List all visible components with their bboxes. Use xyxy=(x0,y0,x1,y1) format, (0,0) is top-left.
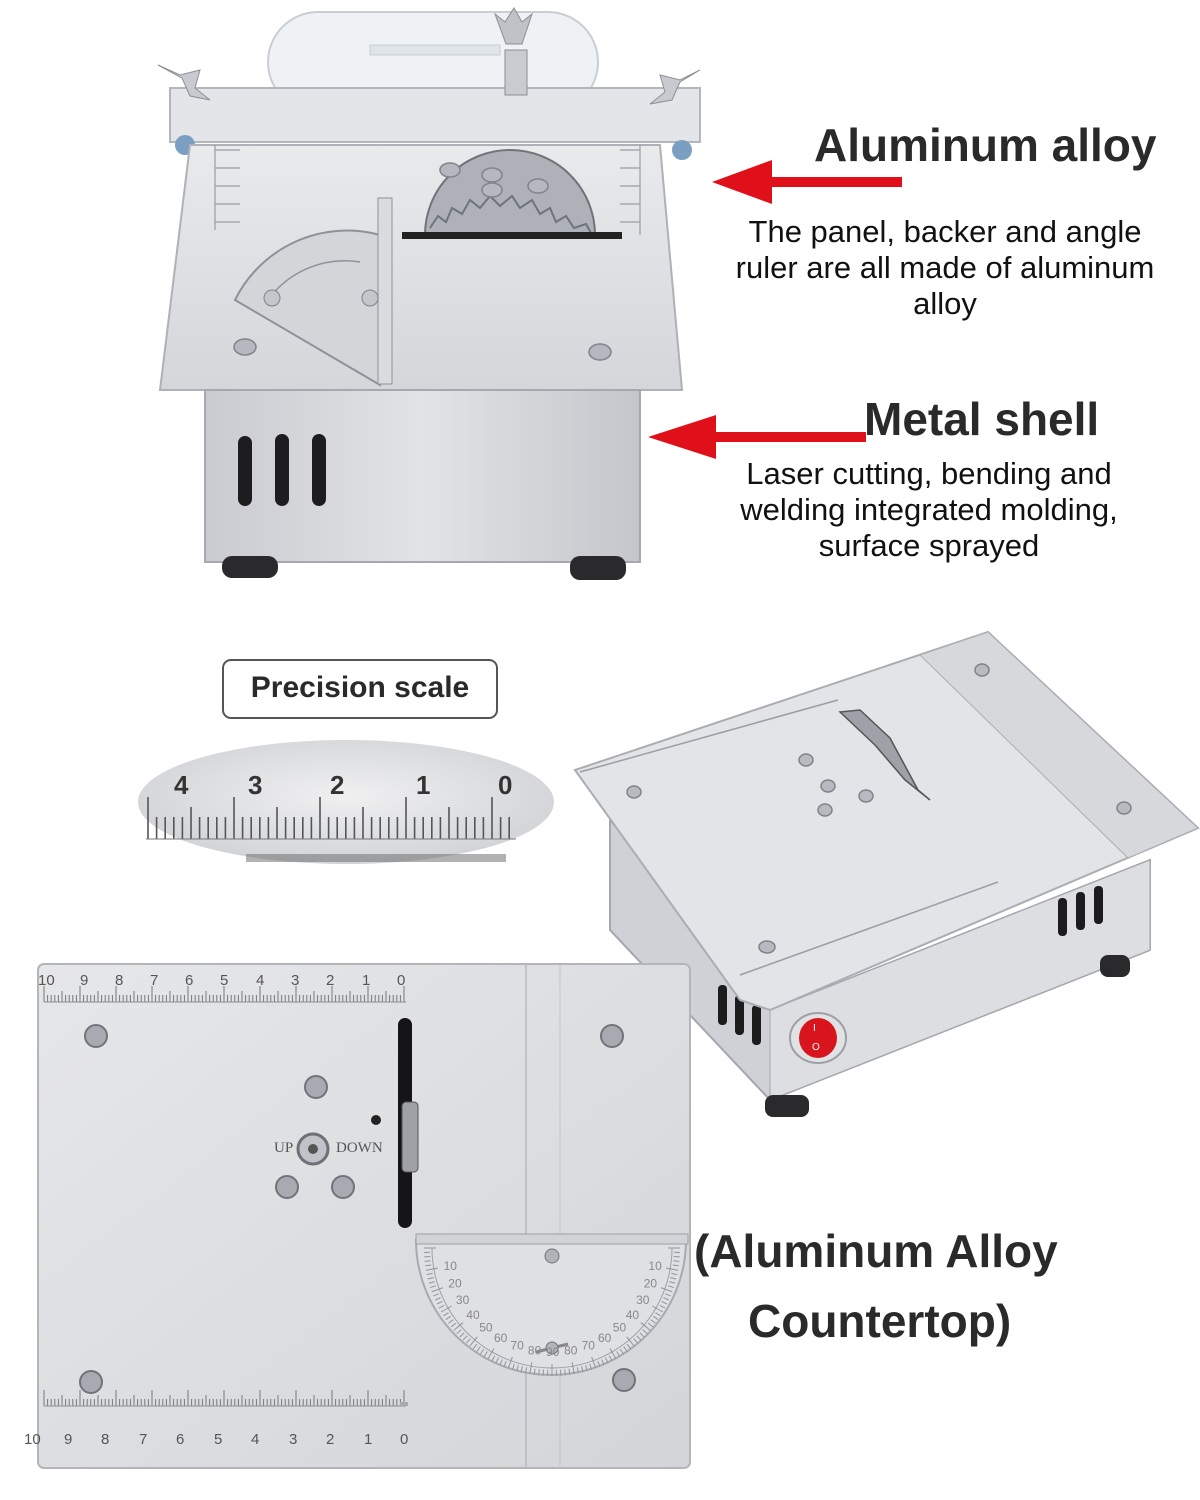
protractor-label: 10 xyxy=(444,1259,458,1273)
aluminum-alloy-description: The panel, backer and angle ruler are al… xyxy=(690,214,1200,322)
desc-line: The panel, backer and angle xyxy=(748,214,1142,249)
scale-number: 0 xyxy=(498,770,512,800)
protractor-label: 20 xyxy=(448,1277,462,1291)
table-saw-angled-view: I O xyxy=(573,630,1200,1117)
back-fence xyxy=(169,87,701,143)
foot-left xyxy=(222,556,278,578)
metal-shell-title: Metal shell xyxy=(864,393,1100,445)
power-switch xyxy=(799,1018,837,1058)
protractor-label: 70 xyxy=(510,1339,524,1353)
ruler-number: 0 xyxy=(397,972,406,989)
ruler-number: 9 xyxy=(80,972,89,989)
arrow-aluminum xyxy=(712,160,902,204)
scale-number: 4 xyxy=(174,770,189,800)
ruler-number: 6 xyxy=(176,1431,185,1448)
scale-number: 2 xyxy=(330,770,344,800)
down-label: DOWN xyxy=(336,1140,383,1156)
ruler-number: 8 xyxy=(115,972,124,989)
protractor-label: 60 xyxy=(494,1331,508,1345)
ruler-number: 8 xyxy=(101,1431,110,1448)
wing-screw-right xyxy=(649,69,701,105)
ruler-number: 5 xyxy=(220,972,229,989)
ruler-number: 5 xyxy=(214,1431,223,1448)
protractor-label: 80 xyxy=(564,1343,578,1357)
ruler-number: 7 xyxy=(139,1431,148,1448)
magnified-scale: 4 3 2 1 0 xyxy=(138,740,554,864)
protractor-label: 90 xyxy=(546,1345,560,1359)
desc-line: surface sprayed xyxy=(818,528,1040,563)
protractor-label: 50 xyxy=(479,1321,493,1335)
countertop-caption-line1: (Aluminum Alloy xyxy=(694,1225,1058,1277)
aluminum-alloy-title: Aluminum alloy xyxy=(814,119,1157,171)
desc-line: Laser cutting, bending and xyxy=(746,456,1112,491)
precision-scale-badge: Precision scale xyxy=(222,659,498,719)
protractor-label: 40 xyxy=(626,1308,640,1322)
scale-number: 1 xyxy=(416,770,430,800)
protractor-label: 20 xyxy=(644,1277,658,1291)
saw-blade-angled xyxy=(838,709,931,801)
ruler-number: 1 xyxy=(362,972,371,989)
ruler-number: 10 xyxy=(38,972,55,989)
ruler-number: 7 xyxy=(150,972,159,989)
countertop-caption-line2: Countertop) xyxy=(748,1295,1012,1347)
ruler-number: 3 xyxy=(291,972,300,989)
up-label: UP xyxy=(274,1140,294,1156)
protractor-label: 10 xyxy=(648,1259,662,1273)
arrow-metal-shell xyxy=(648,415,866,459)
ruler-number: 0 xyxy=(400,1431,409,1448)
ruler-number: 2 xyxy=(326,972,335,989)
bottom-ruler-numbers: 10 9 8 7 6 5 4 3 2 1 0 xyxy=(24,1431,414,1451)
desc-line: ruler are all made of aluminum xyxy=(735,250,1155,285)
metal-shell-description: Laser cutting, bending and welding integ… xyxy=(690,456,1168,564)
side-ruler-right xyxy=(620,145,641,235)
protractor-label: 80 xyxy=(528,1343,542,1357)
protractor-label: 30 xyxy=(636,1293,650,1307)
top-ruler-numbers: 10 9 8 7 6 5 4 3 2 1 0 xyxy=(38,972,418,992)
ruler-number: 6 xyxy=(185,972,194,989)
svg-text:O: O xyxy=(812,1042,820,1053)
protractor-label: 40 xyxy=(466,1308,480,1322)
protractor-label: 70 xyxy=(582,1339,596,1353)
ruler-number: 4 xyxy=(256,972,265,989)
protractor-label: 30 xyxy=(456,1293,470,1307)
miter-fence xyxy=(377,197,393,385)
protractor-plate xyxy=(414,1239,688,1376)
mounting-screws xyxy=(79,1024,636,1394)
table-saw-front-view xyxy=(157,7,701,580)
ruler-number: 9 xyxy=(64,1431,73,1448)
scale-number: 3 xyxy=(248,770,262,800)
ruler-number: 3 xyxy=(289,1431,298,1448)
desc-line: alloy xyxy=(913,286,977,321)
desc-line: welding integrated molding, xyxy=(740,492,1118,527)
wing-screw-left xyxy=(157,64,211,101)
ruler-number: 2 xyxy=(326,1431,335,1448)
miter-protractor xyxy=(233,229,381,387)
protractor-label: 50 xyxy=(613,1321,627,1335)
guard-bolt xyxy=(504,49,528,96)
side-ruler-left xyxy=(214,145,240,230)
ruler-number: 1 xyxy=(364,1431,373,1448)
svg-text:I: I xyxy=(813,1023,816,1034)
foot-right xyxy=(570,556,626,580)
protractor-label: 60 xyxy=(598,1331,612,1345)
ruler-number: 10 xyxy=(24,1431,41,1448)
ruler-number: 4 xyxy=(251,1431,260,1448)
metal-shell xyxy=(204,389,641,563)
